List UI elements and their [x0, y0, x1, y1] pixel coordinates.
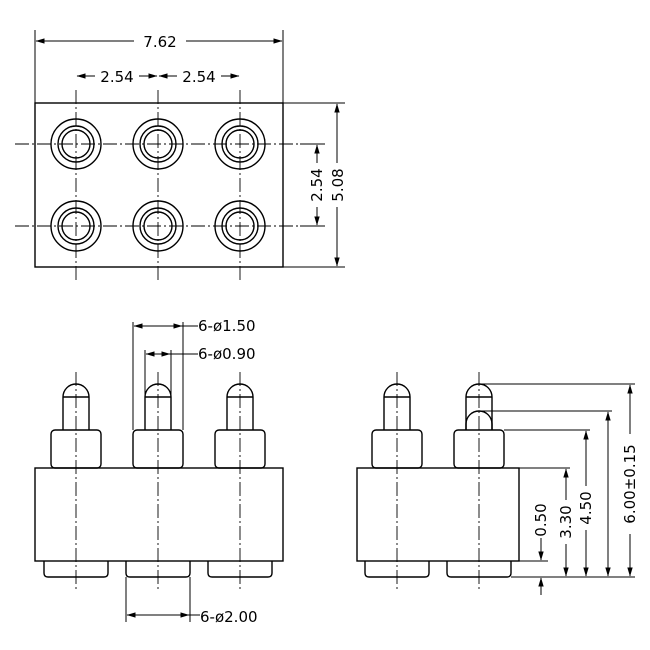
front-view: 6-ø1.50 6-ø0.90 6-ø2.00 — [34, 317, 284, 626]
side-view: 0.50 3.30 4.50 6.00±0.15 — [356, 372, 639, 595]
front-view-body — [34, 467, 284, 562]
dim-total-depth: 5.08 — [283, 102, 347, 268]
dim-total-width-label: 7.62 — [143, 33, 176, 51]
dim-pitch: 2.54 2.54 — [76, 67, 240, 86]
dim-total-depth-label: 5.08 — [329, 168, 347, 201]
pin-top-1 — [50, 118, 102, 170]
dim-base-diameter-label: 6-ø2.00 — [200, 608, 258, 626]
dim-tip-diameter: 6-ø1.50 — [132, 317, 256, 430]
dim-pitch-2-label: 2.54 — [182, 68, 215, 86]
dim-pitch-1-label: 2.54 — [100, 68, 133, 86]
dim-tip-diameter-label: 6-ø1.50 — [198, 317, 256, 335]
dim-height-c-label: 4.50 — [577, 491, 595, 524]
pin-top-5 — [132, 200, 184, 252]
dim-plunger-diameter-label: 6-ø0.90 — [198, 345, 256, 363]
dim-plunger-diameter: 6-ø0.90 — [144, 345, 256, 397]
pin-top-2 — [132, 118, 184, 170]
dim-height-total: 6.00±0.15 — [621, 384, 639, 577]
pin-top-3 — [214, 118, 266, 170]
dim-height-a-label: 0.50 — [532, 503, 550, 536]
dim-total-width: 7.62 — [34, 30, 284, 103]
top-view: 7.62 2.54 2.54 2.54 5.08 — [15, 30, 347, 280]
dim-height-a: 0.50 — [532, 503, 550, 595]
pin-top-4 — [50, 200, 102, 252]
side-view-body — [356, 467, 520, 562]
dim-height-total-label: 6.00±0.15 — [621, 444, 639, 523]
dim-height-c: 4.50 — [577, 430, 595, 577]
top-view-body — [34, 102, 284, 268]
dim-row-pitch: 2.54 — [300, 143, 326, 227]
pin-top-6 — [214, 200, 266, 252]
dim-row-pitch-label: 2.54 — [308, 168, 326, 201]
dim-height-b-label: 3.30 — [557, 505, 575, 538]
dim-height-b: 3.30 — [557, 468, 575, 577]
dim-base-diameter: 6-ø2.00 — [125, 577, 258, 626]
